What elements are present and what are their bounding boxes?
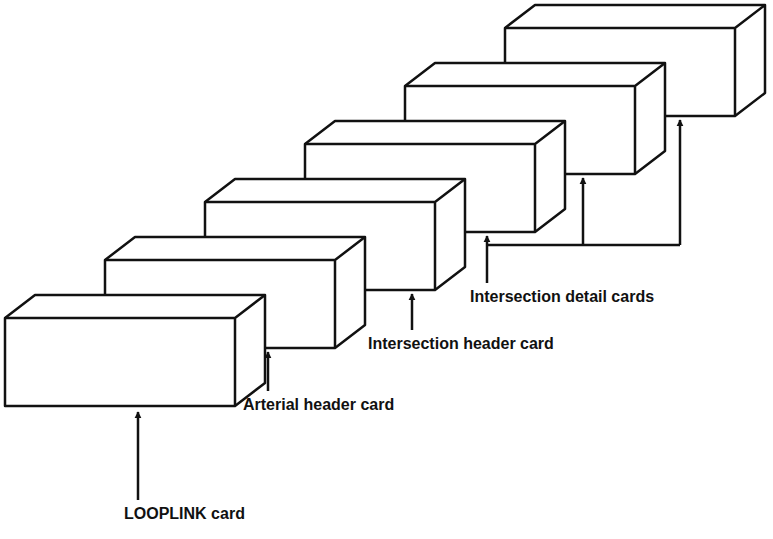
leader-arrow (486, 236, 489, 283)
card-box (5, 295, 265, 406)
leader-arrow (137, 412, 140, 500)
leader-arrow (679, 120, 682, 245)
card-edge (5, 295, 265, 406)
bracket-line (487, 244, 680, 247)
leader-arrow (411, 294, 414, 330)
leader-arrow (582, 178, 585, 245)
card-outline (5, 295, 265, 406)
card-label: LOOPLINK card (124, 504, 245, 523)
card-label: Arterial header card (243, 395, 394, 414)
card-label: Intersection header card (368, 334, 554, 353)
card-label: Intersection detail cards (470, 287, 654, 306)
leader-arrow (267, 352, 270, 391)
